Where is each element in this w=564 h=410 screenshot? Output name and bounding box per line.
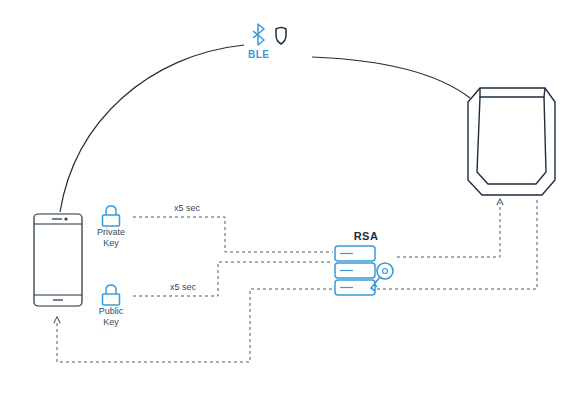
- icon-node: Private Key: [90, 205, 132, 249]
- server-key-icon: [333, 244, 399, 300]
- icon-node: RSA: [332, 231, 400, 300]
- node-label: Public Key: [90, 306, 132, 328]
- node-label: Private Key: [90, 227, 132, 249]
- node-label: RSA: [354, 231, 379, 242]
- dashed-connector: [133, 217, 333, 252]
- dashed-connector: [133, 262, 333, 296]
- node-icon: [101, 205, 121, 227]
- padlock-icon: [101, 205, 121, 227]
- edge-label: x5 sec: [168, 282, 198, 293]
- ble-arc: [60, 45, 244, 212]
- node-icon: [333, 244, 399, 300]
- bluetooth-icon: [253, 24, 264, 45]
- ble-arc: [312, 57, 470, 98]
- padlock-icon: [101, 284, 121, 306]
- shield-icon: [276, 28, 286, 45]
- dashed-flow: [397, 202, 500, 257]
- edge-label: x5 sec: [172, 203, 202, 214]
- icon-node: Public Key: [90, 284, 132, 328]
- dashed-flow: [57, 200, 537, 362]
- protocol-label: BLE: [248, 49, 270, 60]
- phone: [34, 214, 82, 306]
- device: [468, 88, 555, 195]
- node-icon: [101, 284, 121, 306]
